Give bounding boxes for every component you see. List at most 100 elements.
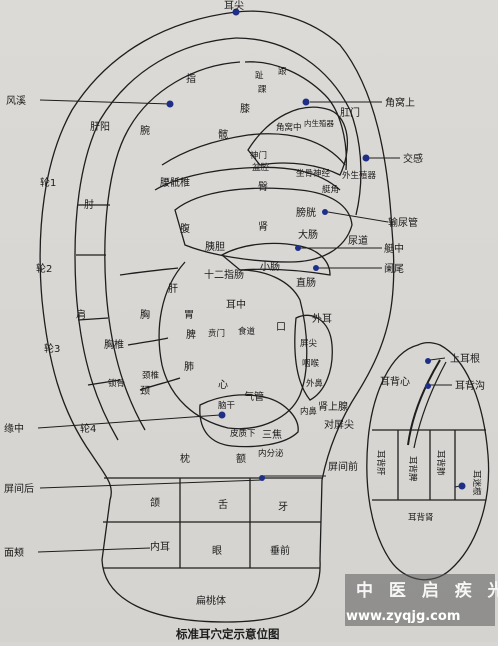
label-neier: 内耳 bbox=[150, 540, 170, 553]
label-chuiqian: 垂前 bbox=[270, 544, 290, 557]
label-shenshangxian: 肾上腺 bbox=[318, 400, 348, 413]
leader-pingjianhou bbox=[39, 479, 263, 489]
callout-leaders bbox=[37, 99, 466, 553]
label-xin: 心 bbox=[218, 379, 228, 391]
dot-shangergen bbox=[425, 358, 431, 364]
dot-fengxi bbox=[166, 100, 174, 108]
dot-jiaowoshang bbox=[302, 98, 310, 106]
label-jiaogan: 交感 bbox=[403, 152, 423, 165]
label-erbeifei: 耳背肺 bbox=[435, 450, 446, 476]
helix-crus bbox=[220, 242, 331, 276]
label-pingjianqian: 屏间前 bbox=[328, 460, 358, 473]
callout-labels: 耳尖 风溪 角窝上 交感 输尿管 艇中 阑尾 缘中 屏间后 屏间前 面颊 bbox=[4, 0, 423, 559]
label-ganyang: 肝阳 bbox=[90, 121, 110, 133]
label-zhi: 指 bbox=[186, 72, 196, 85]
label-erzhong: 耳中 bbox=[226, 298, 246, 311]
label-shierzhichang: 十二指肠 bbox=[204, 268, 244, 281]
region-labels: 轮1 轮2 轮3 轮4 肘 肩 腕 指 趾 跟 踝 膝 髋 肝阳 腰骶椎 臀 角… bbox=[36, 67, 377, 607]
label-toe: 趾 bbox=[255, 70, 264, 81]
leader-mianjia bbox=[37, 547, 151, 553]
label-he: 颌 bbox=[150, 496, 160, 509]
dot-jiaogan bbox=[362, 154, 370, 162]
label-ya: 牙 bbox=[278, 501, 288, 513]
label-xiaochang: 小肠 bbox=[260, 261, 280, 273]
label-neifenmi: 内分泌 bbox=[258, 448, 284, 459]
dot-erjian bbox=[232, 8, 240, 16]
label-jiaowozhong: 角窝中 bbox=[276, 122, 302, 133]
antihelix-line-1 bbox=[244, 61, 347, 171]
watermark-url: www.zyqjg.com bbox=[346, 609, 460, 624]
watermark-background bbox=[345, 574, 495, 626]
label-qiguan: 气管 bbox=[244, 390, 264, 403]
label-she: 舌 bbox=[218, 499, 228, 511]
label-shenmen: 神门 bbox=[250, 150, 267, 161]
dot-tingzhong bbox=[295, 245, 301, 251]
label-ankle: 踝 bbox=[258, 85, 267, 95]
dot-lanwei bbox=[313, 265, 319, 271]
main-ear-outline bbox=[39, 10, 395, 623]
label-lun2: 轮2 bbox=[36, 262, 52, 275]
acupoint-dots bbox=[166, 8, 466, 490]
scapha-line bbox=[104, 61, 241, 431]
back-ear-groove bbox=[407, 359, 441, 446]
label-sanjiao: 三焦 bbox=[262, 428, 282, 441]
helix-inner-top bbox=[235, 37, 362, 216]
label-yanhou: 咽喉 bbox=[302, 358, 320, 369]
label-wei: 胃 bbox=[184, 309, 194, 321]
label-pi: 脾 bbox=[186, 328, 196, 341]
label-yan: 眼 bbox=[212, 545, 222, 557]
antihelix-line-3 bbox=[154, 166, 341, 191]
label-jing: 颈 bbox=[140, 385, 150, 397]
label-tingjiao: 艇角 bbox=[322, 184, 339, 195]
antitragus bbox=[199, 394, 299, 448]
back-ear-labels: 上耳根 耳背心 耳背沟 耳背肝 耳背脾 耳背肺 耳背肾 耳迷根 bbox=[375, 352, 485, 523]
leader-shangergen bbox=[429, 357, 446, 361]
label-waishengzhiqi: 外生殖器 bbox=[342, 170, 377, 181]
label-gan: 肝 bbox=[168, 283, 178, 295]
label-neibi: 内鼻 bbox=[300, 406, 318, 417]
label-hip: 髋 bbox=[218, 128, 228, 141]
label-xiong: 胸 bbox=[140, 308, 150, 321]
label-erbeigan: 耳背肝 bbox=[375, 450, 386, 476]
cavum-concha bbox=[158, 261, 308, 430]
label-mianjia: 面颊 bbox=[4, 546, 24, 559]
scapha-div-3 bbox=[77, 317, 109, 321]
label-fu: 腹 bbox=[180, 222, 190, 235]
label-erbeigou: 耳背沟 bbox=[455, 379, 485, 392]
back-ear-groove-2 bbox=[413, 361, 447, 449]
label-naogan: 脑干 bbox=[218, 400, 236, 411]
label-shuniaoguan: 输尿管 bbox=[388, 216, 418, 229]
label-penqiang: 盆腔 bbox=[252, 162, 270, 173]
label-gangmen: 肛门 bbox=[340, 106, 360, 119]
antihelix-div-3 bbox=[139, 377, 181, 391]
triangular-fossa bbox=[247, 106, 349, 176]
ear-outlines bbox=[39, 10, 490, 623]
label-ermigen: 耳迷根 bbox=[471, 470, 482, 496]
label-dachang: 大肠 bbox=[298, 228, 318, 241]
label-jian: 肩 bbox=[76, 308, 86, 321]
helix-inner-line bbox=[74, 37, 237, 441]
figure-caption: 标准耳穴定示意位图 bbox=[175, 627, 280, 641]
back-ear-outline bbox=[366, 342, 490, 581]
label-lun3: 轮3 bbox=[44, 342, 60, 355]
label-zhou: 肘 bbox=[84, 198, 94, 211]
label-waibi: 外鼻 bbox=[306, 378, 324, 389]
tragus bbox=[294, 314, 333, 401]
label-shen: 肾 bbox=[258, 221, 268, 233]
label-neishengzhiqi: 内生殖器 bbox=[304, 118, 334, 128]
scapha-div-4 bbox=[87, 379, 121, 386]
label-wan: 腕 bbox=[140, 124, 150, 137]
label-niaodao: 尿道 bbox=[348, 234, 368, 247]
label-shangergen: 上耳根 bbox=[450, 352, 480, 365]
leader-yuanzhong bbox=[37, 414, 221, 429]
leader-shuniaoguan bbox=[327, 211, 389, 223]
label-yaodizhui: 腰骶椎 bbox=[160, 176, 190, 189]
dot-shuniaoguan bbox=[322, 209, 328, 215]
label-lun1: 轮1 bbox=[40, 176, 56, 189]
label-zhichang: 直肠 bbox=[296, 276, 316, 289]
label-yidan: 胰胆 bbox=[205, 240, 225, 253]
label-jingzhui: 颈椎 bbox=[142, 370, 160, 381]
label-jiaowoshang: 角窝上 bbox=[385, 96, 415, 109]
